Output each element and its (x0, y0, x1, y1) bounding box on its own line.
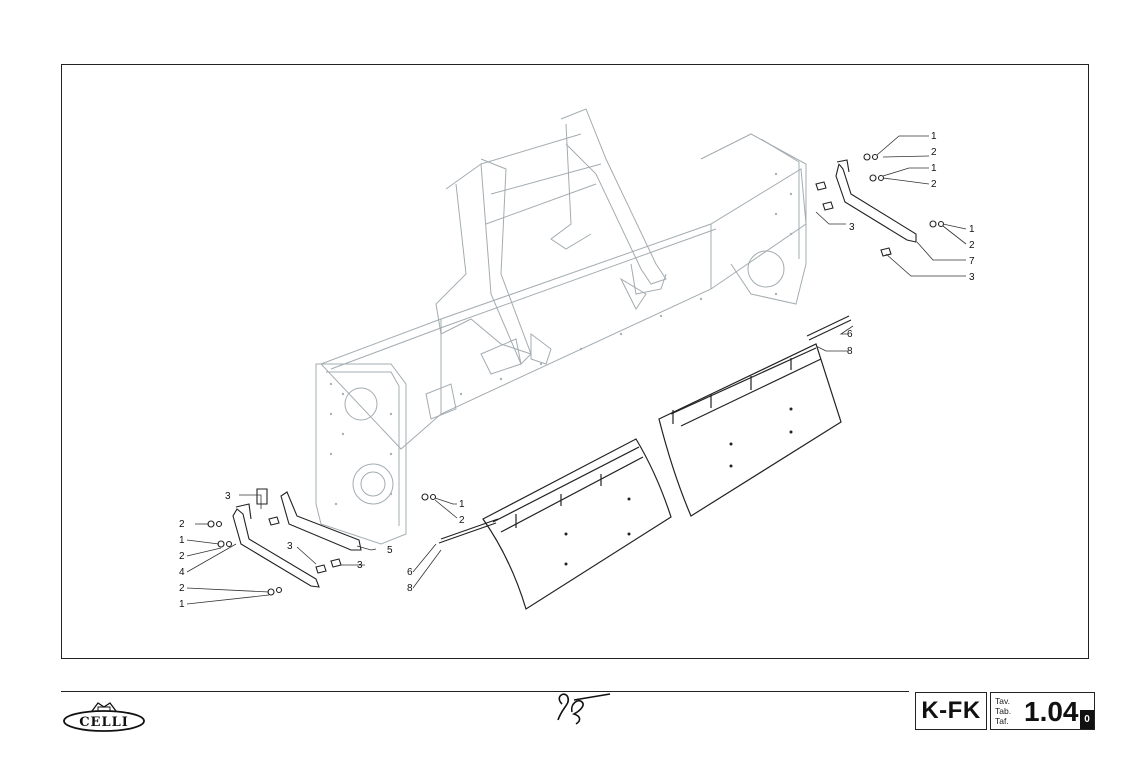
callout: 6 (847, 329, 853, 340)
callout: 2 (969, 240, 975, 251)
callouts-bottom: 6 8 (407, 567, 413, 594)
handwritten-signature (557, 693, 611, 725)
left-bracket-assembly (207, 315, 852, 596)
callout: 1 (931, 131, 937, 142)
callout: 1 (459, 499, 465, 510)
callout: 3 (849, 222, 855, 233)
callout: 1 (179, 535, 185, 546)
callout: 3 (225, 491, 231, 502)
right-bracket-assembly (815, 153, 945, 257)
callout: 3 (287, 541, 293, 552)
callout: 4 (179, 567, 185, 578)
table-label: Tab. (995, 706, 1012, 716)
table-number: 1.04 (1024, 696, 1079, 727)
callouts-center: 1 2 (459, 499, 465, 526)
callout: 2 (931, 147, 937, 158)
table-label: Tav. (995, 696, 1010, 706)
callout: 3 (969, 272, 975, 283)
callout: 6 (407, 567, 413, 578)
callout: 1 (179, 599, 185, 610)
callout: 3 (357, 560, 363, 571)
rear-shield-right (658, 343, 842, 517)
leader-lines (186, 135, 967, 605)
model-code: K-FK (915, 692, 987, 730)
callouts-right: 1 2 1 2 3 1 2 7 3 (849, 131, 975, 283)
callout: 5 (387, 545, 393, 556)
table-number-box: Tav. Tab. Taf. 1.04 0 (990, 692, 1095, 730)
table-label: Taf. (995, 716, 1009, 726)
footer-divider (61, 691, 909, 692)
logo-text: CELLI (79, 715, 129, 730)
callout: 2 (179, 551, 185, 562)
callout: 2 (459, 515, 465, 526)
callout: 1 (931, 163, 937, 174)
callout: 8 (847, 346, 853, 357)
celli-logo: CELLI (63, 702, 145, 732)
callout: 8 (407, 583, 413, 594)
revision-badge: 0 (1080, 710, 1094, 729)
table-labels: Tav. Tab. Taf. (995, 696, 1011, 726)
callout: 2 (179, 583, 185, 594)
callout: 7 (969, 256, 975, 267)
exploded-parts-diagram: 1 2 1 2 3 1 2 7 3 6 8 3 2 1 2 4 2 1 3 3 … (179, 108, 975, 610)
callout: 2 (931, 179, 937, 190)
callouts-left: 3 2 1 2 4 2 1 3 3 5 (179, 491, 393, 610)
callout: 1 (969, 224, 975, 235)
shield-bolts (564, 407, 793, 566)
tiller-frame-ghost (315, 108, 807, 545)
frame-rivets (329, 172, 793, 506)
title-block: K-FK Tav. Tab. Taf. 1.04 0 (915, 692, 1095, 730)
callout: 2 (179, 519, 185, 530)
rear-shield-left (482, 438, 672, 610)
callouts-blade: 6 8 (847, 329, 853, 357)
